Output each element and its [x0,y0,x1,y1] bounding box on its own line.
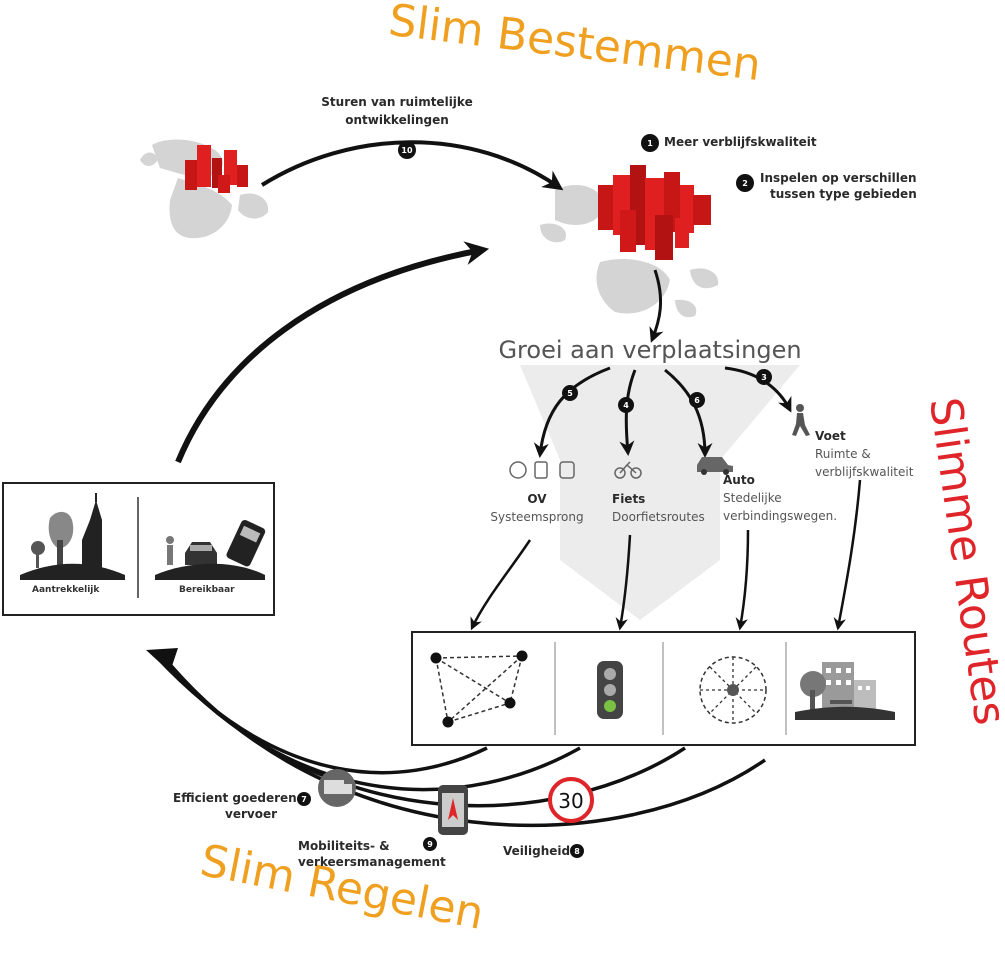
goods-label-1: Efficient goederen [173,791,297,805]
badge-3 [756,369,772,385]
badge-2-text: 2 [742,179,748,188]
pedestrian-icon [792,404,810,436]
person-car-train-icon [155,519,266,580]
badge-1 [641,134,659,152]
auto-title: Auto [723,473,755,487]
truck-icon [318,769,356,807]
network-icon [430,650,528,728]
building-cluster-small [185,145,248,193]
label-bereikbaar: Bereikbaar [179,585,235,595]
item-inspelen-1: Inspelen op verschillen [760,171,917,185]
arrow-head-left [146,648,178,672]
radial-network-icon [699,656,767,724]
mobility-label-1: Mobiliteits- & [298,839,390,853]
map-shapes-right [540,185,719,318]
ov-title: OV [527,492,547,506]
badge-6 [689,392,705,408]
badge-2 [736,174,754,192]
goods-label-2: vervoer [225,807,277,821]
badge-9 [423,837,437,851]
item-meer-verblijfskwaliteit: Meer verblijfskwaliteit [664,135,817,149]
voet-title: Voet [815,429,846,443]
steer-label-2: ontwikkelingen [345,113,449,127]
speed-sign-icon [548,777,594,823]
label-aantrekkelijk: Aantrekkelijk [32,585,100,595]
steer-label-1: Sturen van ruimtelijke [321,95,472,109]
church-tree-icon [20,493,125,580]
arrow-left-to-top [175,241,490,464]
city-park-icon [795,662,895,720]
auto-sub-2: verbindingswegen. [723,509,837,523]
arrow-to-box-1 [470,539,532,631]
badge-7-text: 7 [301,795,307,804]
arrow-to-box-3 [735,529,750,631]
badge-10 [398,141,416,159]
traffic-light-icon [597,661,623,719]
auto-sub-1: Stedelijke [723,491,782,505]
badge-10-text: 10 [401,146,413,155]
car-icon [697,457,733,475]
regelen-flow-lines [153,653,766,827]
voet-sub-2: verblijfskwaliteit [815,465,914,479]
badge-8 [570,844,584,858]
badge-4 [618,397,634,413]
mobility-label-2: verkeersmanagement [298,855,446,869]
fiets-title: Fiets [612,492,645,506]
speed-sign-text: 30 [558,789,583,813]
fiets-sub: Doorfietsroutes [612,510,705,524]
safety-label: Veiligheid [503,844,570,858]
voet-sub-1: Ruimte & [815,447,871,461]
arrow-to-box-4 [833,479,862,631]
growth-big-arrow [520,365,800,620]
phone-navigation-icon [438,785,468,835]
building-cluster-large [598,165,711,260]
ov-sub: Systeemsprong [490,510,583,524]
badge-4-text: 4 [623,401,629,410]
title-slimme-routes: Slimme Routes [919,394,1005,728]
badge-5-text: 5 [567,389,573,398]
arrow-to-box-2 [615,534,632,631]
growth-title: Groei aan verplaatsingen [498,336,801,364]
arrow-down-growth [649,269,664,343]
badge-1-text: 1 [647,139,653,148]
bike-icon [614,461,642,479]
badge-5 [562,385,578,401]
badge-8-text: 8 [574,847,580,856]
item-inspelen-2: tussen type gebieden [770,187,917,201]
ov-icons [509,461,575,479]
badge-7 [297,792,311,806]
arrow-branch-ov [533,366,611,458]
badge-6-text: 6 [694,396,700,405]
badge-9-text: 9 [427,840,433,849]
title-slim-bestemmen: Slim Bestemmen [386,0,764,91]
badge-3-text: 3 [761,373,767,382]
